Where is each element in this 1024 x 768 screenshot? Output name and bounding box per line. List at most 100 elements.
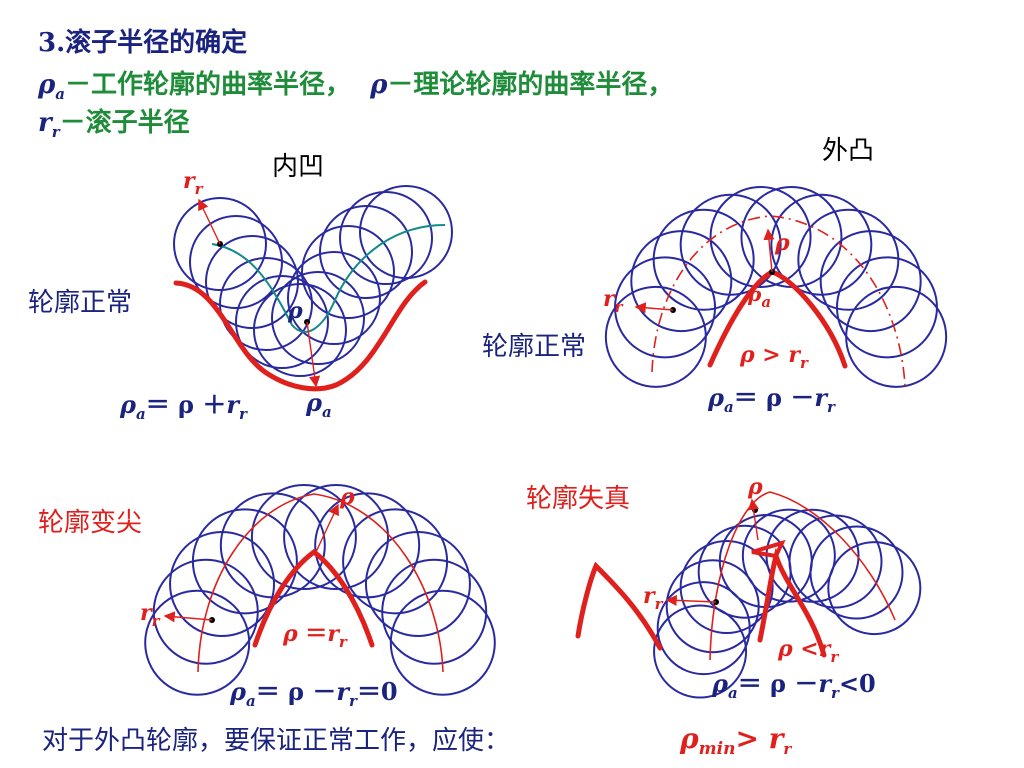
convex-normal-condition: ρ > rr: [740, 342, 808, 372]
distorted-formula: ρa＝ ρ －rr<0: [712, 669, 876, 702]
distorted-rho-label: ρ: [748, 474, 763, 500]
distorted-roller-circle: [788, 514, 883, 609]
page-title: 3.滚子半径的确定: [38, 28, 248, 58]
concave-rho-label: ρ: [288, 298, 303, 324]
rho-definition: －理论轮廓的曲率半径，: [387, 70, 674, 100]
convex-normal-theoretical-profile: [651, 215, 906, 387]
concave-roller-circles: [173, 185, 453, 377]
sharp-rho-arrow: [315, 503, 339, 553]
convex-normal-roller-circle: [845, 285, 948, 388]
concave-rho-a-arrow: [306, 321, 321, 388]
distorted-roller-circle: [679, 540, 774, 635]
sharp-working-profile: [252, 548, 375, 648]
distorted-rr-arrow: [665, 594, 717, 606]
sharp-rr-label: rr: [140, 600, 160, 630]
convex-normal-rho-label: ρ: [775, 230, 790, 256]
distorted-roller-circle: [656, 581, 751, 676]
sharp-theoretical-profile: [197, 493, 444, 673]
convex-normal-roller-circle: [652, 208, 755, 311]
distorted-separate-profile: [575, 561, 663, 651]
convex-normal-rho-a-label: ρa: [748, 282, 772, 311]
concave-rr-arrow: [198, 198, 221, 245]
convex-normal-title: 外凸: [822, 136, 875, 166]
sharp-roller-circle: [381, 558, 488, 665]
definition-line-rho: ρa－工作轮廓的曲率半径， ρ－理论轮廓的曲率半径，: [38, 70, 673, 109]
concave-panel: [173, 185, 453, 392]
concave-rho-a-label: ρa: [306, 388, 332, 421]
convex-normal-status: 轮廓正常: [482, 332, 587, 362]
sharp-roller-circle: [389, 589, 496, 696]
sharp-roller-circle: [342, 508, 449, 615]
footer-condition: ρmin> rr: [680, 722, 792, 759]
concave-formula: ρa＝ ρ ＋rr: [120, 390, 247, 423]
distorted-roller-circle: [653, 604, 748, 699]
concave-title: 内凹: [272, 152, 325, 182]
rr-subscript: r: [51, 123, 60, 141]
concave-roller-circle: [235, 275, 329, 369]
distorted-rho-arrow: [747, 498, 759, 541]
concave-roller-circle: [189, 215, 283, 309]
sharp-panel: [144, 484, 496, 696]
convex-normal-rho-arrow: [763, 228, 775, 273]
sharp-formula: ρa＝ ρ －rr＝0: [230, 677, 398, 710]
distorted-swallowtail: [751, 539, 786, 559]
convex-normal-roller-circle: [797, 208, 900, 311]
concave-roller-circle: [339, 191, 433, 285]
footer-statement: 对于外凸轮廓，要保证正常工作，应使：: [42, 726, 511, 756]
convex-normal-roller-circles: [604, 185, 948, 388]
sharp-condition: ρ ＝rr: [283, 621, 347, 651]
sharp-status: 轮廓变尖: [38, 508, 143, 538]
sharp-roller-circle: [283, 484, 390, 591]
concave-roller-circle: [219, 257, 313, 351]
concave-roller-circle: [205, 235, 299, 329]
concave-roller-circle: [301, 225, 395, 319]
convex-normal-roller-circle: [740, 185, 843, 288]
convex-normal-rr-arrow: [634, 302, 674, 314]
convex-normal-roller-circle: [709, 185, 812, 288]
distorted-roller-circle: [697, 524, 792, 619]
concave-roller-circle: [287, 251, 381, 345]
rr-definition: －滚子半径: [59, 108, 190, 138]
sharp-rho-label: ρ: [340, 484, 355, 510]
convex-normal-formula: ρa＝ ρ －rr: [708, 383, 835, 416]
sharp-roller-circles: [144, 484, 496, 696]
sharp-roller-circle: [219, 492, 326, 599]
concave-roller-circle: [173, 197, 267, 291]
sharp-roller-circle: [144, 589, 251, 696]
sharp-roller-circle: [314, 492, 421, 599]
sharp-roller-circle: [191, 508, 298, 615]
sharp-rr-arrow: [163, 611, 213, 623]
concave-roller-circle: [359, 185, 453, 279]
concave-theoretical-profile: [211, 224, 446, 333]
distorted-rr-label: rr: [643, 583, 663, 613]
definition-line-rr: rr－滚子半径: [38, 108, 190, 147]
concave-working-profile: [173, 279, 428, 392]
convex-normal-rr-label: rr: [603, 286, 623, 316]
concave-status: 轮廓正常: [28, 288, 133, 318]
distorted-roller-circle: [809, 525, 904, 620]
concave-roller-circle: [271, 271, 365, 365]
convex-normal-panel: [604, 185, 948, 388]
rho-symbol: ρ: [370, 70, 388, 100]
concave-roller-circle: [253, 283, 347, 377]
rho-a-subscript: a: [55, 85, 66, 103]
rho-a-symbol: ρ: [38, 70, 56, 100]
distorted-condition: ρ <rr: [778, 636, 839, 666]
convex-normal-roller-circle: [819, 230, 922, 333]
rr-symbol: r: [38, 108, 52, 138]
distorted-theoretical-profile: [709, 491, 896, 661]
distorted-roller-circle: [827, 541, 922, 636]
sharp-roller-circle: [169, 530, 276, 637]
distorted-roller-circle: [718, 514, 813, 609]
distorted-roller-circle: [741, 508, 836, 603]
convex-normal-roller-circle: [679, 193, 782, 296]
convex-normal-roller-circle: [770, 193, 873, 296]
rho-a-definition: －工作轮廓的曲率半径，: [65, 70, 352, 100]
concave-roller-circle: [319, 205, 413, 299]
concave-rr-label: rr: [183, 168, 203, 198]
sharp-roller-circle: [250, 484, 357, 591]
sharp-roller-circle: [364, 530, 471, 637]
distorted-panel: [575, 491, 922, 699]
convex-normal-roller-circle: [630, 230, 733, 333]
